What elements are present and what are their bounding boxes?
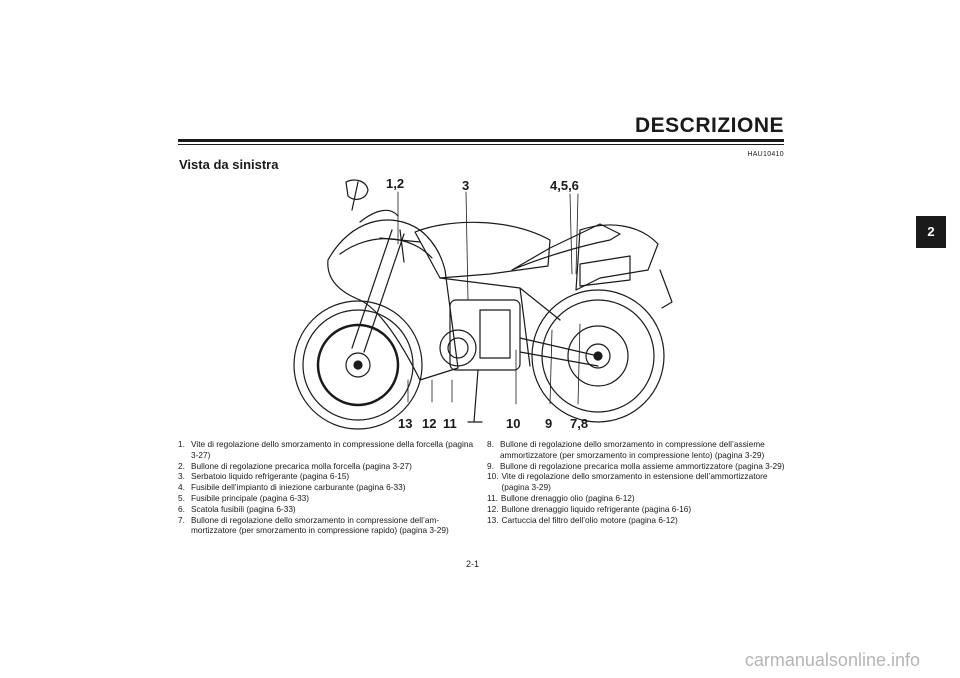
legend-item: 10.Vite di regolazione dello smorzamento… <box>487 471 768 493</box>
kickstand <box>467 369 483 423</box>
document-code: HAU10410 <box>747 151 784 158</box>
engine <box>439 299 521 371</box>
page-number: 2-1 <box>466 559 480 569</box>
mirror-icon <box>345 179 369 211</box>
callout-1-2: 1,2 <box>386 176 405 191</box>
callout-3: 3 <box>462 178 470 193</box>
front-fork <box>351 229 405 353</box>
callout-7-8: 7,8 <box>570 416 589 431</box>
legend-item: 5.Fusibile principale (pagina 6-33) <box>178 492 310 503</box>
legend-item: 13.Cartuccia del filtro dell’olio motore… <box>487 514 678 525</box>
front-wheel <box>293 300 423 430</box>
legend-item: 2.Bullone di regolazione precarica molla… <box>178 460 412 471</box>
leader-lines <box>397 191 581 405</box>
header-rule-thin <box>178 144 784 145</box>
motorcycle-illustration: 1,2 3 4,5,6 13 12 11 10 9 7,8 <box>280 170 680 438</box>
legend-item: 6.Scatola fusibili (pagina 6-33) <box>178 503 296 514</box>
legend-right: 8.Bullone di regolazione dello smorzamen… <box>487 439 785 525</box>
handlebar <box>379 229 421 263</box>
legend-item: 9.Bullone di regolazione precarica molla… <box>487 460 785 471</box>
legend-item: 3.Serbatoio liquido refrigerante (pagina… <box>178 471 350 482</box>
callout-4-5-6: 4,5,6 <box>550 178 579 193</box>
legend-item: 4.Fusibile dell’impianto di iniezione ca… <box>178 482 406 493</box>
callout-10: 10 <box>506 416 521 431</box>
watermark-footer: carmanualsonline.info <box>744 650 920 670</box>
exhaust <box>579 255 631 287</box>
callout-12: 12 <box>422 416 437 431</box>
chapter-tab: 2 <box>916 216 946 248</box>
windscreen <box>359 209 399 223</box>
legend-item: 11.Bullone drenaggio olio (pagina 6-12) <box>487 492 635 503</box>
legend-item: 8.Bullone di regolazione dello smorzamen… <box>487 439 765 460</box>
rear-wheel <box>531 289 665 423</box>
callout-11: 11 <box>443 416 457 431</box>
callout-13: 13 <box>398 416 413 431</box>
page-title: DESCRIZIONE <box>634 114 784 137</box>
tail-section <box>575 224 659 291</box>
swingarm <box>519 337 599 367</box>
section-title: Vista da sinistra <box>179 157 279 172</box>
fuel-tank <box>414 221 551 279</box>
front-fairing <box>327 219 459 381</box>
header-rule-thick <box>178 139 784 142</box>
legend-item: 1.Vite di regolazione dello smorzamento … <box>178 439 474 460</box>
legend-item: 12.Bullone drenaggio liquido refrigerant… <box>487 503 692 514</box>
callout-9: 9 <box>545 416 553 431</box>
legend-left: 1.Vite di regolazione dello smorzamento … <box>178 439 478 536</box>
legend-item: 7.Bullone di regolazione dello smorzamen… <box>178 514 449 536</box>
